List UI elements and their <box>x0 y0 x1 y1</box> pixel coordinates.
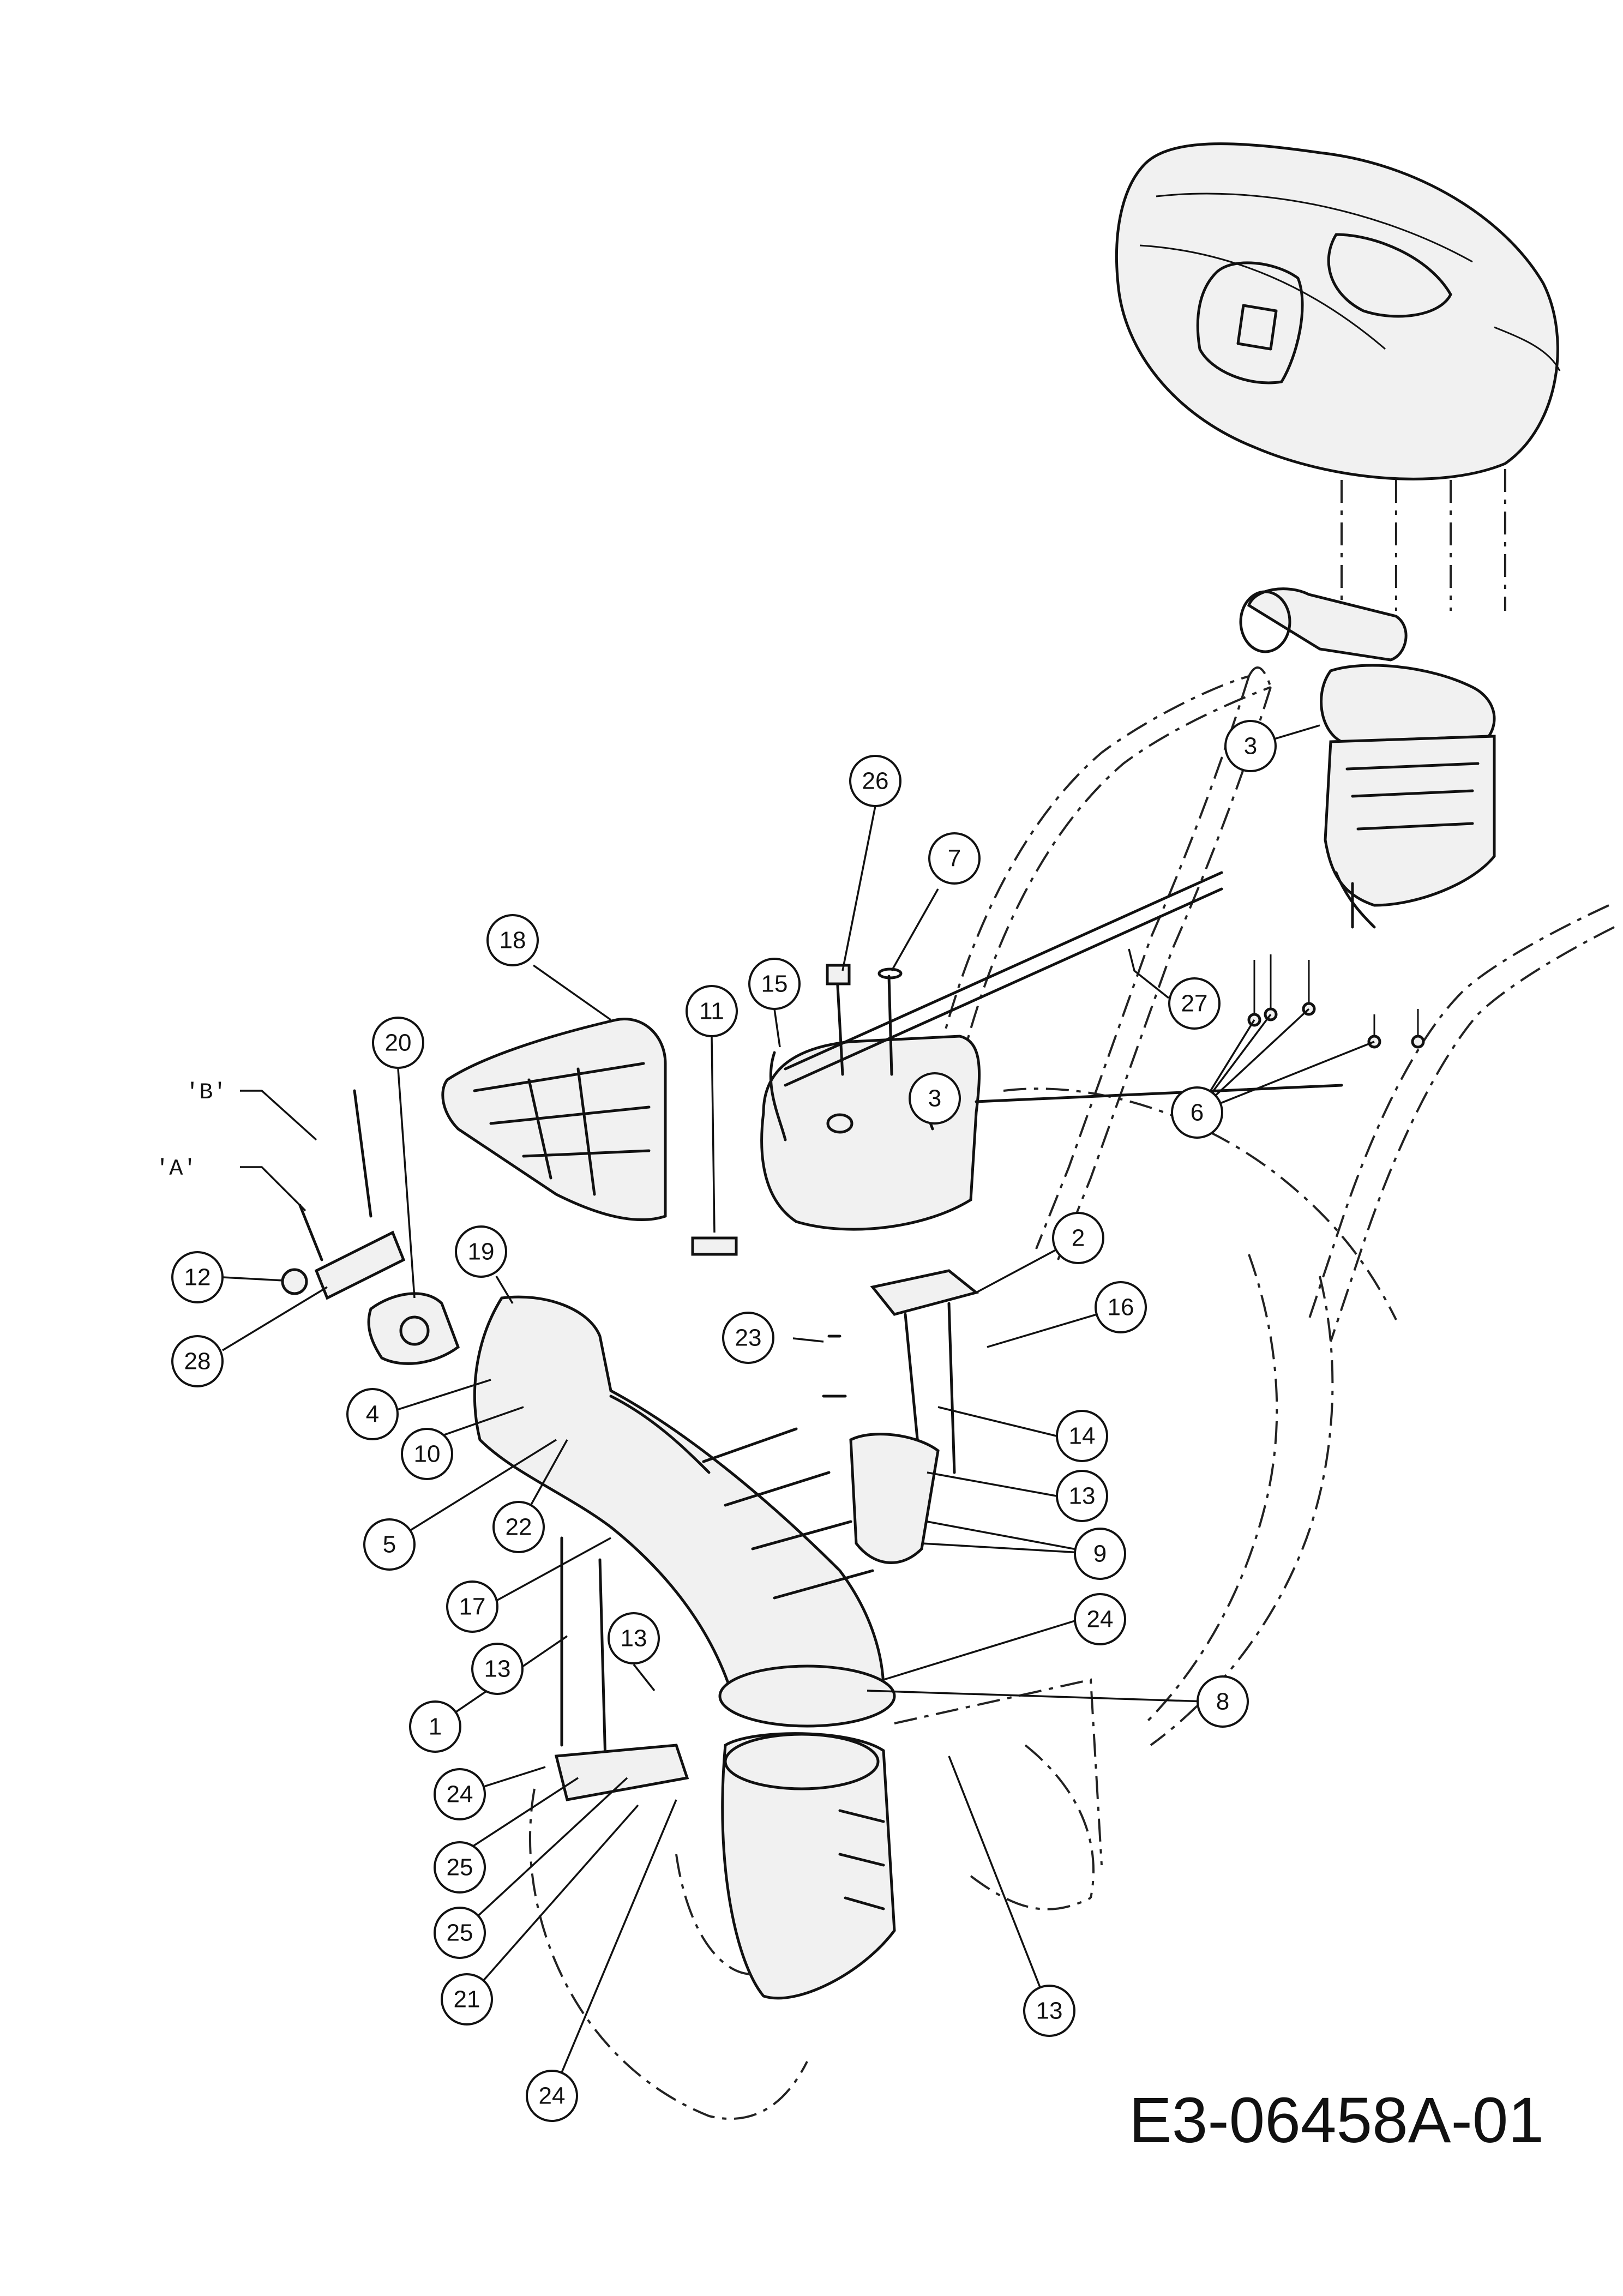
leader-lines <box>222 724 1375 2096</box>
svg-text:13: 13 <box>484 1656 511 1682</box>
svg-text:6: 6 <box>1191 1099 1204 1126</box>
svg-text:27: 27 <box>1181 990 1208 1017</box>
svg-text:16: 16 <box>1108 1294 1134 1321</box>
callout-8: 8 <box>1197 1675 1249 1728</box>
svg-text:4: 4 <box>366 1401 379 1428</box>
callout-13-a: 13 <box>1056 1470 1108 1522</box>
callout-6: 6 <box>1171 1086 1223 1139</box>
callout-17: 17 <box>446 1580 498 1633</box>
callout-19: 19 <box>455 1225 507 1278</box>
callout-10: 10 <box>401 1428 453 1480</box>
callout-21: 21 <box>441 1973 493 2025</box>
callout-3-housing: 3 <box>1224 720 1277 772</box>
svg-text:13: 13 <box>1036 1998 1063 2024</box>
chute-rods <box>554 1536 689 1801</box>
svg-text:9: 9 <box>1093 1541 1107 1567</box>
svg-text:26: 26 <box>862 768 889 795</box>
projection-lines-dashboard <box>1341 469 1506 611</box>
svg-text:1: 1 <box>429 1714 442 1740</box>
callout-24-c: 24 <box>526 2070 578 2122</box>
svg-text:13: 13 <box>1069 1483 1096 1510</box>
svg-text:22: 22 <box>506 1514 532 1541</box>
svg-text:8: 8 <box>1216 1688 1229 1715</box>
callout-24-a: 24 <box>1074 1593 1126 1645</box>
svg-text:24: 24 <box>539 2083 566 2109</box>
callout-16: 16 <box>1095 1281 1147 1333</box>
view-labels: 'B' 'A' <box>155 1079 227 1182</box>
callout-3-box: 3 <box>909 1072 961 1125</box>
svg-text:23: 23 <box>735 1325 762 1351</box>
callout-2: 2 <box>1052 1212 1104 1264</box>
svg-text:10: 10 <box>414 1441 441 1468</box>
chute-crank-assembly <box>281 1089 460 1365</box>
callout-7: 7 <box>928 832 981 885</box>
svg-text:25: 25 <box>447 1854 473 1881</box>
callout-27: 27 <box>1168 977 1221 1030</box>
chute-control-rod <box>784 871 1223 1087</box>
upper-chute-deflector <box>441 1018 667 1221</box>
view-label-a: 'A' <box>155 1156 197 1182</box>
bolts-group <box>691 964 903 1256</box>
control-dashboard-cover <box>1115 142 1561 480</box>
handle-frame-outline <box>937 666 1615 1910</box>
upper-control-housing <box>1239 587 1496 929</box>
svg-text:24: 24 <box>447 1781 473 1808</box>
chute-bracket <box>822 1269 979 1564</box>
view-label-b: 'B' <box>185 1079 227 1105</box>
callout-28: 28 <box>171 1335 224 1387</box>
document-code: E3-06458A-01 <box>1129 2084 1544 2156</box>
svg-text:11: 11 <box>699 998 724 1025</box>
callout-9: 9 <box>1074 1528 1126 1580</box>
callout-balloons: 26 7 3 27 15 11 3 6 18 20 19 12 28 2 16 … <box>171 720 1277 2122</box>
callout-25-b: 25 <box>434 1907 486 1959</box>
callout-11: 11 <box>686 985 738 1037</box>
svg-text:7: 7 <box>948 845 961 872</box>
svg-text:25: 25 <box>447 1920 473 1946</box>
svg-text:12: 12 <box>184 1264 211 1291</box>
callout-23: 23 <box>722 1312 774 1364</box>
callout-22: 22 <box>492 1501 545 1553</box>
callout-26: 26 <box>849 755 901 807</box>
svg-text:2: 2 <box>1072 1225 1085 1252</box>
lower-control-box <box>760 1035 1343 1231</box>
callout-13-b: 13 <box>471 1643 524 1695</box>
svg-text:17: 17 <box>459 1594 486 1620</box>
callout-20: 20 <box>372 1017 424 1069</box>
callout-24-b: 24 <box>434 1768 486 1820</box>
svg-text:18: 18 <box>500 927 526 954</box>
svg-text:3: 3 <box>928 1085 941 1112</box>
callout-1: 1 <box>409 1700 461 1753</box>
callout-25-a: 25 <box>434 1841 486 1894</box>
callout-18: 18 <box>486 914 539 966</box>
svg-text:15: 15 <box>761 971 788 997</box>
callout-12: 12 <box>171 1251 224 1303</box>
callout-5: 5 <box>363 1518 416 1571</box>
callout-13-d: 13 <box>1023 1985 1075 2037</box>
callout-13-c: 13 <box>608 1612 660 1664</box>
svg-text:13: 13 <box>621 1625 647 1652</box>
callout-15: 15 <box>748 958 801 1010</box>
small-nuts-group <box>1247 954 1425 1049</box>
svg-text:21: 21 <box>454 1986 480 2013</box>
callout-4: 4 <box>346 1388 399 1440</box>
svg-text:19: 19 <box>468 1239 495 1265</box>
svg-text:24: 24 <box>1087 1606 1114 1633</box>
svg-text:3: 3 <box>1244 733 1257 760</box>
svg-text:20: 20 <box>385 1030 412 1056</box>
callout-14: 14 <box>1056 1410 1108 1462</box>
svg-text:28: 28 <box>184 1348 211 1375</box>
auger-housing-outline <box>528 1678 1103 2120</box>
svg-text:5: 5 <box>383 1531 396 1558</box>
svg-text:14: 14 <box>1069 1423 1096 1450</box>
chute-base-housing <box>721 1732 896 2000</box>
